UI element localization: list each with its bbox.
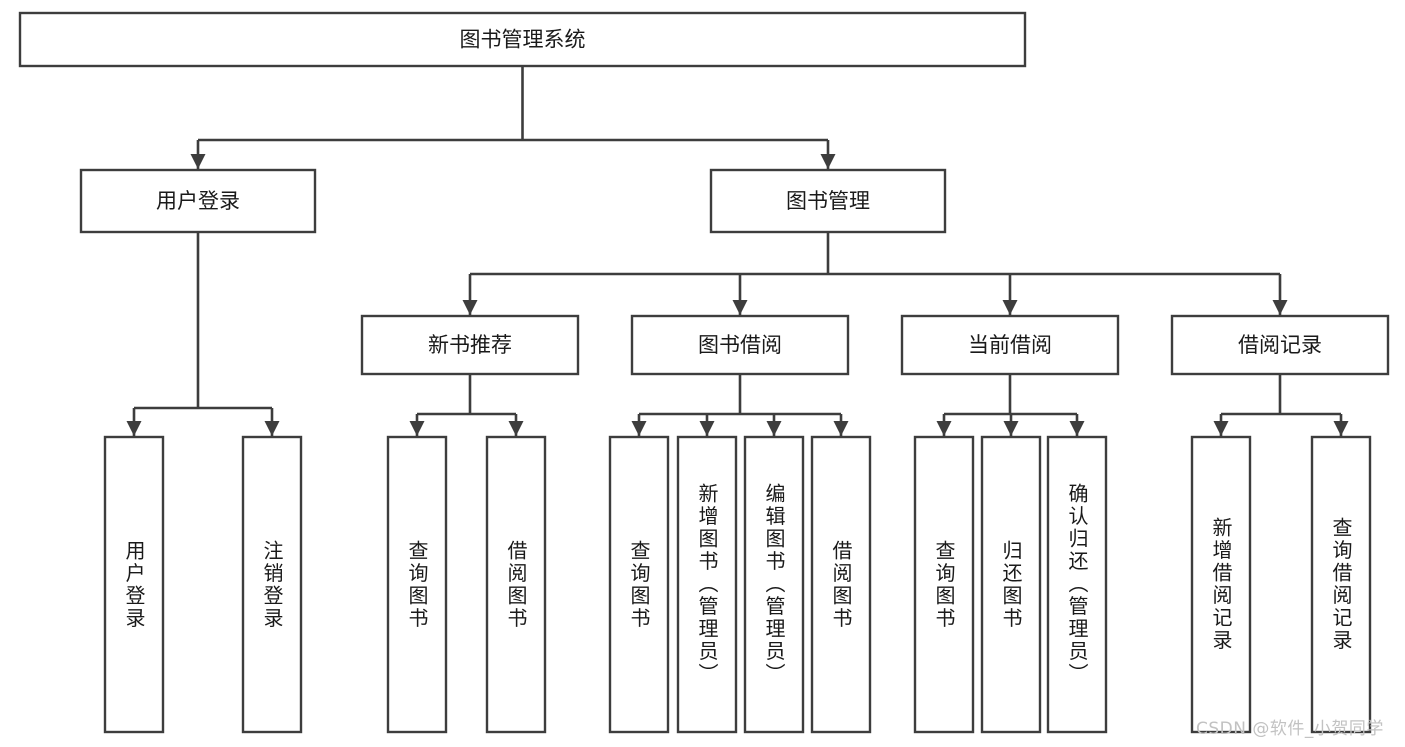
node-box-leaf-query-book-2[interactable] bbox=[608, 435, 670, 734]
node-box-leaf-query-record[interactable] bbox=[1310, 435, 1372, 734]
arrowhead-leaf-query-book-2 bbox=[631, 421, 647, 436]
arrowhead-current-borrow bbox=[1002, 300, 1018, 315]
node-box-user-login[interactable] bbox=[79, 168, 317, 234]
node-box-leaf-borrow-book-1[interactable] bbox=[485, 435, 547, 734]
node-box-leaf-return-book[interactable] bbox=[980, 435, 1042, 734]
node-box-leaf-add-book[interactable] bbox=[676, 435, 738, 734]
arrowhead-leaf-borrow-book-1 bbox=[508, 421, 524, 436]
node-box-new-book-rec[interactable] bbox=[360, 314, 580, 376]
arrowhead-leaf-add-record bbox=[1213, 421, 1229, 436]
arrowhead-leaf-query-book-1 bbox=[409, 421, 425, 436]
node-box-root[interactable] bbox=[18, 11, 1027, 68]
node-box-leaf-user-login[interactable] bbox=[103, 435, 165, 734]
node-box-leaf-add-record[interactable] bbox=[1190, 435, 1252, 734]
node-boxes-group bbox=[18, 11, 1390, 734]
csdn-watermark: CSDN @软件_小贺同学 bbox=[1196, 719, 1384, 739]
node-label-root: 图书管理系统 bbox=[460, 28, 586, 52]
node-label-book-borrow: 图书借阅 bbox=[698, 333, 782, 357]
arrowhead-leaf-return-book bbox=[1003, 421, 1019, 436]
arrowhead-leaf-edit-book bbox=[766, 421, 782, 436]
node-box-current-borrow[interactable] bbox=[900, 314, 1120, 376]
arrowhead-leaf-confirm-return bbox=[1069, 421, 1085, 436]
node-box-leaf-borrow-book-2[interactable] bbox=[810, 435, 872, 734]
arrowhead-leaf-user-login bbox=[126, 421, 142, 436]
node-label-current-borrow: 当前借阅 bbox=[968, 333, 1052, 357]
node-box-leaf-confirm-return[interactable] bbox=[1046, 435, 1108, 734]
arrowhead-book-manage bbox=[820, 154, 836, 169]
node-label-user-login: 用户登录 bbox=[156, 189, 240, 213]
node-box-leaf-user-logout[interactable] bbox=[241, 435, 303, 734]
node-box-leaf-query-book-1[interactable] bbox=[386, 435, 448, 734]
arrowhead-leaf-add-book bbox=[699, 421, 715, 436]
connector-lines-group bbox=[126, 66, 1349, 436]
arrowhead-leaf-query-record bbox=[1333, 421, 1349, 436]
arrowhead-user-login bbox=[190, 154, 206, 169]
node-box-leaf-edit-book[interactable] bbox=[743, 435, 805, 734]
node-box-book-borrow[interactable] bbox=[630, 314, 850, 376]
arrowhead-new-book-rec bbox=[462, 300, 478, 315]
node-label-book-manage: 图书管理 bbox=[786, 189, 870, 213]
arrowhead-leaf-query-book-3 bbox=[936, 421, 952, 436]
arrowhead-leaf-borrow-book-2 bbox=[833, 421, 849, 436]
arrowhead-book-borrow bbox=[732, 300, 748, 315]
node-label-borrow-record: 借阅记录 bbox=[1238, 333, 1322, 357]
node-box-book-manage[interactable] bbox=[709, 168, 947, 234]
node-box-borrow-record[interactable] bbox=[1170, 314, 1390, 376]
arrowhead-leaf-user-logout bbox=[264, 421, 280, 436]
node-box-leaf-query-book-3[interactable] bbox=[913, 435, 975, 734]
arrowhead-borrow-record bbox=[1272, 300, 1288, 315]
node-label-new-book-rec: 新书推荐 bbox=[428, 333, 512, 357]
